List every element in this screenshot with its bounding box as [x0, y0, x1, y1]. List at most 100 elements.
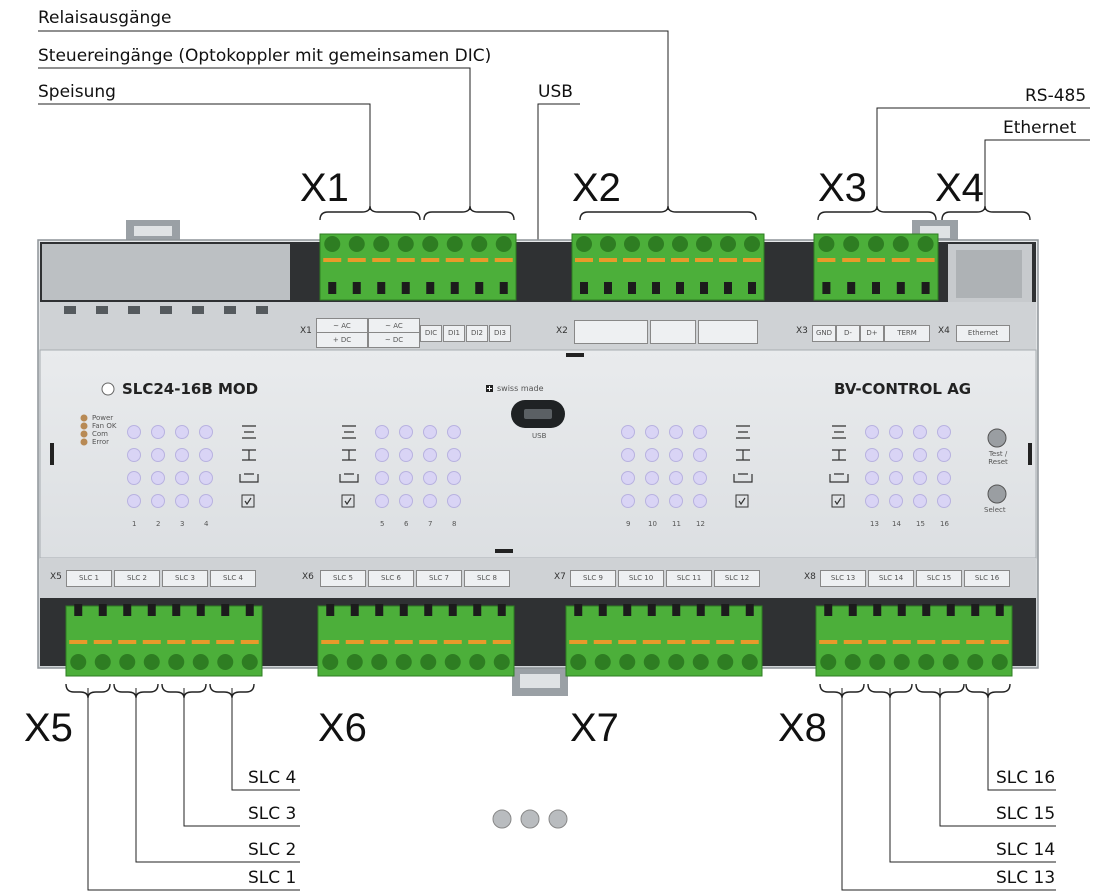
terminal-block-x1: [319, 233, 517, 301]
x6-prefix: X6: [302, 572, 314, 582]
x2-relay-symbol-2: [650, 320, 696, 344]
callout-lines: [38, 30, 1090, 891]
x1-input-di1: DI1: [443, 325, 465, 342]
terminal-block-x7: [565, 604, 763, 677]
connector-label-x6: X6: [318, 706, 367, 750]
callout-slc16: SLC 16: [996, 768, 1056, 788]
bottom-braces: [65, 683, 1011, 699]
terminal-block-x2: [571, 233, 765, 301]
device-model: SLC24-16B MOD: [122, 380, 259, 398]
connector-label-x7: X7: [570, 706, 619, 750]
led-label-fan-ok: Fan OK: [92, 422, 117, 430]
x5-prefix: X5: [50, 572, 62, 582]
callout-steuereingaenge: Steuereingänge (Optokoppler mit gemeinsa…: [38, 46, 492, 66]
x1-supply2-bottom: ~ DC: [368, 332, 420, 348]
top-braces: [319, 205, 1031, 221]
terminal-block-x5: [65, 604, 263, 677]
ch-10: 10: [648, 520, 657, 528]
ch-11: 11: [672, 520, 681, 528]
x3-pin-dminus: D-: [836, 325, 860, 342]
test-reset-button[interactable]: [988, 429, 1006, 447]
ch-6: 6: [404, 520, 409, 528]
x4-ethernet-label: Ethernet: [956, 325, 1010, 342]
x2-prefix: X2: [556, 326, 568, 336]
x6-slc5: SLC 5: [320, 570, 366, 587]
led-grid-g4: [829, 425, 951, 508]
x6-slc7: SLC 7: [416, 570, 462, 587]
x8-prefix: X8: [804, 572, 816, 582]
connector-label-x8: X8: [778, 706, 827, 750]
ch-1: 1: [132, 520, 137, 528]
ch-4: 4: [204, 520, 209, 528]
callout-slc13: SLC 13: [996, 868, 1056, 888]
x3-pin-term: TERM: [884, 325, 930, 342]
x3-prefix: X3: [796, 326, 808, 336]
x4-prefix: X4: [938, 326, 950, 336]
connector-label-x2: X2: [572, 166, 621, 210]
connector-label-x1: X1: [300, 166, 349, 210]
terminal-block-x8: [815, 604, 1013, 677]
x1-input-di2: DI2: [466, 325, 488, 342]
x7-slc12: SLC 12: [714, 570, 760, 587]
x1-prefix: X1: [300, 326, 312, 336]
button-label-test-reset: Test / Reset: [988, 450, 1008, 466]
x5-slc3: SLC 3: [162, 570, 208, 587]
x7-slc10: SLC 10: [618, 570, 664, 587]
callout-slc1: SLC 1: [248, 868, 297, 888]
terminal-block-x3: [813, 233, 939, 301]
callout-slc15: SLC 15: [996, 804, 1056, 824]
x5-slc1: SLC 1: [66, 570, 112, 587]
callout-slc14: SLC 14: [996, 840, 1056, 860]
ch-2: 2: [156, 520, 161, 528]
led-label-power: Power: [92, 414, 114, 422]
callout-slc3: SLC 3: [248, 804, 297, 824]
ch-9: 9: [626, 520, 631, 528]
callout-slc4: SLC 4: [248, 768, 297, 788]
ch-15: 15: [916, 520, 925, 528]
callout-rs485: RS-485: [1025, 86, 1087, 106]
x3-pin-gnd: GND: [812, 325, 836, 342]
led-grid-g3: [621, 425, 753, 508]
x6-slc6: SLC 6: [368, 570, 414, 587]
callout-ethernet: Ethernet: [1003, 118, 1077, 138]
button-label-select: Select: [984, 506, 1006, 514]
led-label-error: Error: [92, 438, 110, 446]
ch-3: 3: [180, 520, 185, 528]
callout-speisung: Speisung: [38, 82, 116, 102]
x1-input-di3: DI3: [489, 325, 511, 342]
ch-14: 14: [892, 520, 901, 528]
x7-slc11: SLC 11: [666, 570, 712, 587]
callout-usb: USB: [538, 82, 573, 102]
connector-label-x3: X3: [818, 166, 867, 210]
x8-slc15: SLC 15: [916, 570, 962, 587]
ch-7: 7: [428, 520, 433, 528]
x5-slc4: SLC 4: [210, 570, 256, 587]
swiss-made-label: swiss made: [497, 384, 544, 393]
terminal-block-x6: [317, 604, 515, 677]
ch-5: 5: [380, 520, 385, 528]
select-button[interactable]: [988, 485, 1006, 503]
x5-slc2: SLC 2: [114, 570, 160, 587]
x6-slc8: SLC 8: [464, 570, 510, 587]
x2-relay-symbol-3: [698, 320, 758, 344]
ch-16: 16: [940, 520, 949, 528]
device-brand: BV-CONTROL AG: [834, 380, 972, 398]
x8-slc14: SLC 14: [868, 570, 914, 587]
x2-relay-symbol-1: [574, 320, 648, 344]
usb-port-label: USB: [532, 432, 547, 440]
ch-8: 8: [452, 520, 457, 528]
callout-slc2: SLC 2: [248, 840, 297, 860]
x1-supply-bottom: + DC: [316, 332, 368, 348]
led-grid-g2: [339, 425, 461, 508]
x7-prefix: X7: [554, 572, 566, 582]
x1-input-dic: DIC: [420, 325, 442, 342]
x3-pin-dplus: D+: [860, 325, 884, 342]
x8-slc16: SLC 16: [964, 570, 1010, 587]
connector-label-x4: X4: [935, 166, 984, 210]
x8-slc13: SLC 13: [820, 570, 866, 587]
x7-slc9: SLC 9: [570, 570, 616, 587]
ch-13: 13: [870, 520, 879, 528]
led-grid-g1: [127, 425, 259, 508]
callout-relaisausgaenge: Relaisausgänge: [38, 8, 172, 28]
